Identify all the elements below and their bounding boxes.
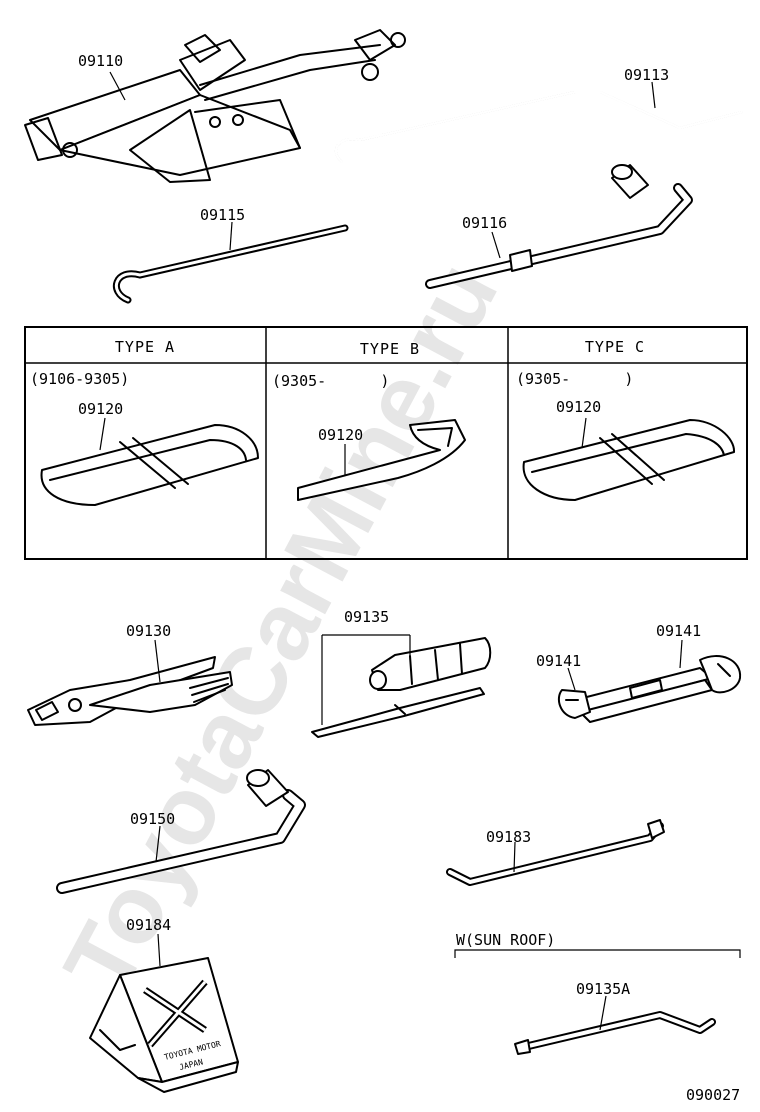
range-type-a: (9106-9305) <box>30 370 129 388</box>
pry-bar: 09183 <box>446 819 665 886</box>
tool-bag-type-a: 09120 <box>40 400 259 506</box>
sunroof-group-label: W(SUN ROOF) <box>456 931 555 949</box>
watermark: ToyotaCarMine.ru <box>44 245 518 1010</box>
label-09116: 09116 <box>462 214 507 232</box>
screwdriver: 09135 <box>311 608 492 738</box>
label-09141-left: 09141 <box>536 652 581 670</box>
sunroof-tool: 09135A <box>514 980 716 1055</box>
type-table: TYPE A TYPE B TYPE C (9106-9305) (9305- … <box>24 326 748 560</box>
label-09115: 09115 <box>200 206 245 224</box>
table-header-type-c: TYPE C <box>585 338 645 356</box>
tool-bag-type-c: 09120 <box>522 398 736 501</box>
table-header-type-b: TYPE B <box>360 340 420 358</box>
scissor-jack: 09110 <box>24 29 406 183</box>
label-09110: 09110 <box>78 52 123 70</box>
sunroof-group: W(SUN ROOF) 09135A <box>454 931 741 1055</box>
handle-rod: 09115 <box>113 206 349 304</box>
wheel-chock: TOYOTA MOTOR JAPAN 09184 <box>89 916 239 1093</box>
label-09184: 09184 <box>126 916 171 934</box>
wrench-bar: 09116 <box>425 164 693 289</box>
diagram-id: 090027 <box>686 1086 740 1104</box>
label-09113: 09113 <box>624 66 669 84</box>
label-09141-right: 09141 <box>656 622 701 640</box>
label-09135: 09135 <box>344 608 389 626</box>
range-type-b: (9305- ) <box>272 372 389 390</box>
label-09150: 09150 <box>130 810 175 828</box>
lug-wrench: 09150 <box>56 769 306 894</box>
jack-handle: 09113 <box>334 66 744 164</box>
table-header-type-a: TYPE A <box>115 338 175 356</box>
label-09130: 09130 <box>126 622 171 640</box>
tool-bag-type-b: 09120 <box>297 419 466 501</box>
label-09120-type-b: 09120 <box>318 426 363 444</box>
label-09120-type-a: 09120 <box>78 400 123 418</box>
label-09135a: 09135A <box>576 980 630 998</box>
range-type-c: (9305- ) <box>516 370 633 388</box>
label-09120-type-c: 09120 <box>556 398 601 416</box>
double-wrench: 09141 09141 <box>536 622 742 723</box>
label-09183: 09183 <box>486 828 531 846</box>
pliers: 09130 <box>27 622 233 726</box>
